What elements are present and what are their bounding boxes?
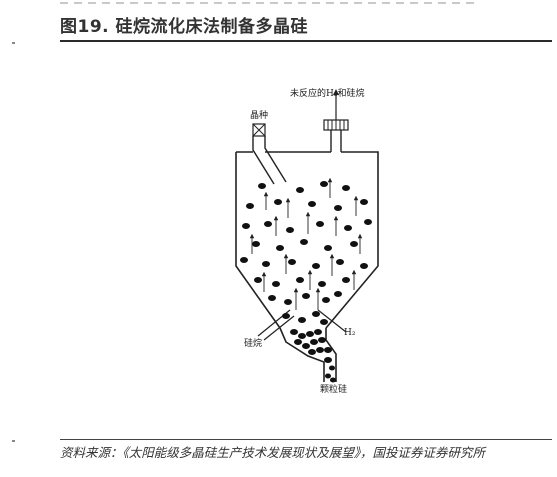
seed-pipe-left: [252, 136, 275, 185]
bed-particles: [240, 181, 372, 325]
hydrogen-inlet-label: H₂: [344, 328, 356, 338]
source-note: 资料来源：《太阳能级多晶硅生产技术发展现状及展望》，国投证券证券研究所: [60, 445, 486, 460]
footer-divider: [60, 439, 552, 440]
exhaust-label: 未反应的H₂和硅烷: [290, 89, 365, 99]
seed-pipe-right: [264, 136, 287, 183]
figure-title: 图19. 硅烷流化床法制备多晶硅: [60, 17, 309, 37]
seed-label: 晶种: [250, 111, 269, 121]
product-label: 颗粒硅: [320, 385, 348, 395]
fluidized-bed-reactor-diagram: 晶种 未反应的H₂和硅烷 硅烷 H₂ 颗粒硅: [228, 84, 398, 396]
outlet-pipe-left: [279, 327, 325, 382]
clipped-previous-text: [60, 0, 480, 5]
outlet-granules: [290, 329, 336, 383]
margin-mark: [12, 440, 15, 442]
margin-mark: [12, 42, 15, 44]
reactor-drawing: [235, 89, 379, 383]
reactor-vessel: [235, 151, 379, 329]
gas-flow-arrows: [249, 177, 363, 310]
title-divider: [60, 40, 552, 42]
silane-inlet-label: 硅烷: [244, 339, 263, 349]
hydrogen-inlet-line: [317, 309, 347, 333]
outlet-pipe-right: [325, 328, 337, 382]
